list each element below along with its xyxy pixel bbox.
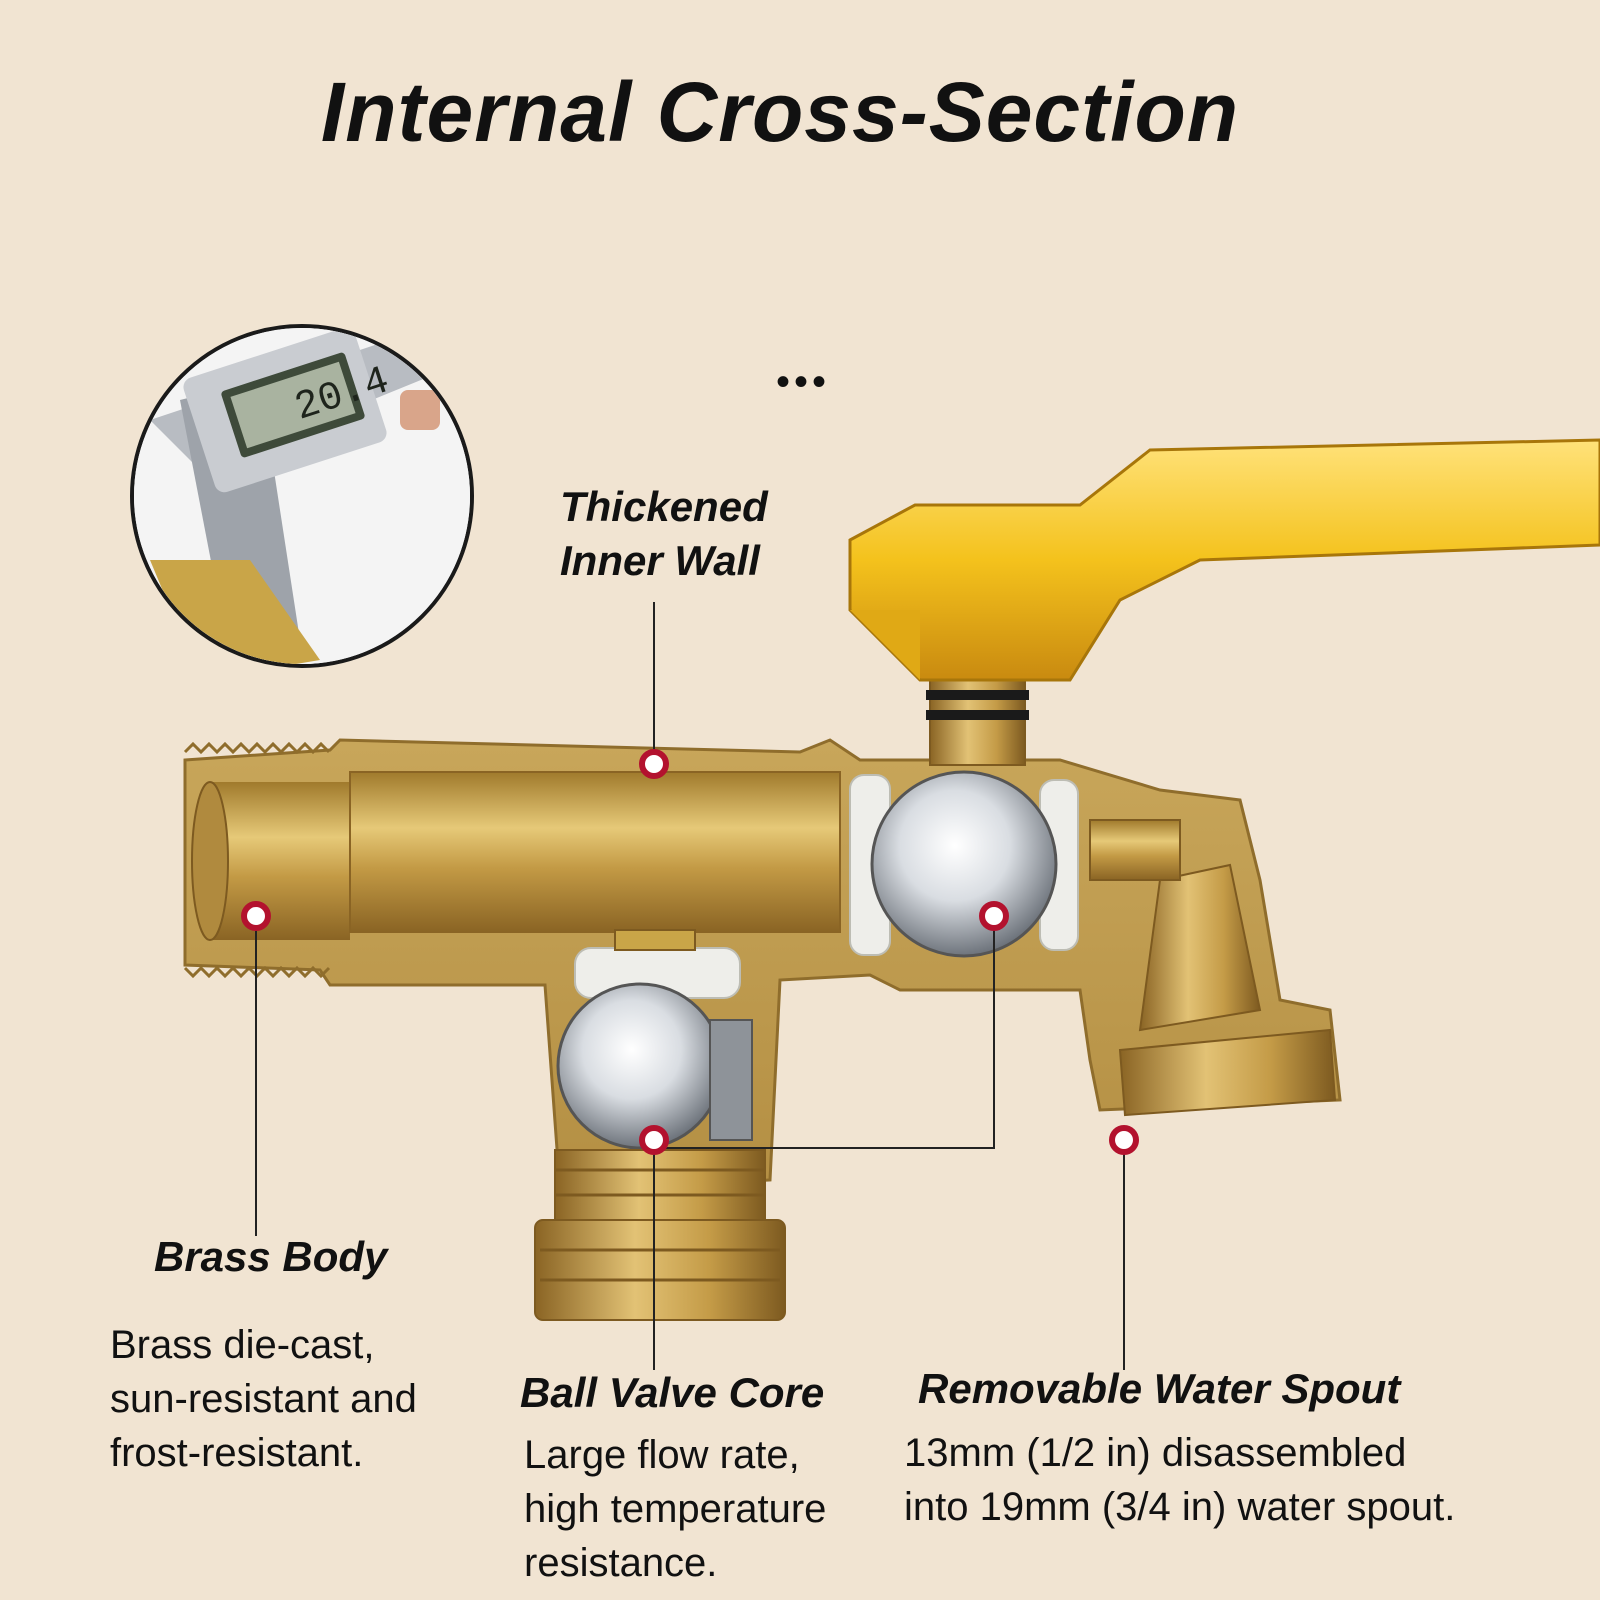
callout-thickened-wall: Thickened Inner Wall xyxy=(560,480,768,588)
brass-body-desc-line-1: Brass die-cast, xyxy=(110,1323,375,1367)
spout-title: Removable Water Spout xyxy=(918,1365,1401,1412)
leader-ball-valve-connector xyxy=(654,918,995,1149)
ball-valve-desc-line-2: high temperature xyxy=(524,1487,827,1531)
leader-lines xyxy=(255,602,1125,1370)
thickened-wall-line-1: Thickened xyxy=(560,483,768,530)
spout-desc-line-1: 13mm (1/2 in) disassembled xyxy=(904,1431,1407,1475)
brass-body-title: Brass Body xyxy=(154,1233,388,1280)
ball-valve-desc-line-1: Large flow rate, xyxy=(524,1433,800,1477)
ball-valve-title: Ball Valve Core xyxy=(520,1369,825,1416)
marker-ball-valve xyxy=(639,1125,669,1155)
brass-body-desc-line-2: sun-resistant and xyxy=(110,1377,417,1421)
main-ball-valve xyxy=(849,770,1079,958)
ball-valve-desc-line-3: resistance. xyxy=(524,1541,718,1585)
thickened-wall-line-2: Inner Wall xyxy=(560,537,760,584)
marker-main-ball xyxy=(979,901,1009,931)
marker-thickened-wall xyxy=(639,749,669,779)
spout-desc-line-2: into 19mm (3/4 in) water spout. xyxy=(904,1485,1456,1529)
valve-handle xyxy=(848,438,1600,682)
brass-body-description: Brass die-cast, sun-resistant and frost-… xyxy=(110,1318,417,1480)
brass-body-desc-line-3: frost-resistant. xyxy=(110,1431,364,1475)
callout-markers xyxy=(241,749,1139,1155)
marker-brass-body xyxy=(241,901,271,931)
lower-outlet xyxy=(534,929,786,1321)
more-indicator: ••• xyxy=(776,360,831,404)
water-spout xyxy=(1089,819,1337,1117)
ball-valve-description: Large flow rate, high temperature resist… xyxy=(524,1428,826,1590)
marker-spout xyxy=(1109,1125,1139,1155)
page-title: Internal Cross-Section xyxy=(320,65,1240,159)
spout-description: 13mm (1/2 in) disassembled into 19mm (3/… xyxy=(904,1426,1455,1534)
caliper-inset: 20.4 xyxy=(130,324,474,668)
